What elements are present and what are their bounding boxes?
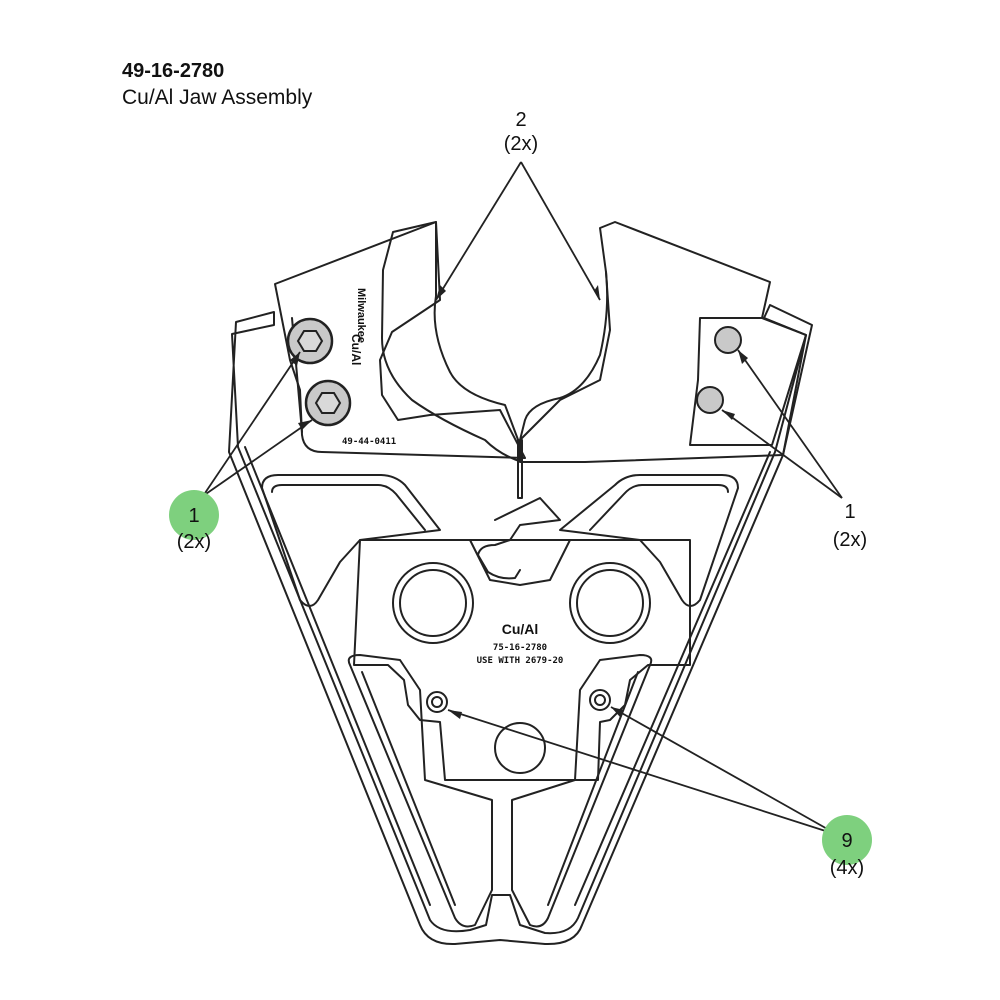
assembly-description: Cu/Al Jaw Assembly: [122, 86, 313, 109]
jaw-brand-logo: Milwaukee: [355, 288, 367, 343]
callout-9-highlight: [822, 815, 872, 865]
die-block: [353, 539, 691, 781]
die-hole-right-inner: [576, 569, 644, 637]
die-usage-note: USE WITH 2679-20: [477, 656, 564, 666]
cutout-upper-left-inner: [271, 484, 426, 531]
arrowhead: [436, 285, 446, 300]
pin-left-outer: [426, 691, 448, 713]
arrowhead: [290, 352, 300, 366]
leader-2-left: [435, 161, 522, 301]
arrowhead: [298, 420, 312, 430]
leader-9-left: [447, 709, 839, 836]
callout-1-left-qty: (2x): [177, 531, 211, 553]
left-crimp-die: [381, 221, 523, 463]
cutout-lower-left: [347, 654, 493, 928]
arrowhead: [594, 285, 600, 300]
right-bolt-plate: [689, 317, 807, 446]
pin-right-inner: [594, 694, 606, 706]
frame-outer: [228, 304, 813, 946]
arrowhead: [611, 707, 624, 717]
frame-inner-left: [244, 446, 431, 906]
callout-1-left-highlight: [169, 490, 219, 540]
center-spine: [517, 439, 523, 499]
callout-1-right-number: 1: [844, 501, 855, 523]
frame-inner-right: [574, 451, 771, 906]
callout-9-number: 9: [841, 830, 852, 852]
die-hole-left-outer: [392, 562, 474, 644]
part-number: 49-16-2780: [122, 60, 225, 82]
cutout-upper-right-inner: [589, 484, 729, 531]
pin-left-inner: [431, 696, 443, 708]
arrowhead: [738, 350, 748, 364]
leader-1-right-bottom: [721, 409, 843, 499]
right-bolt-bottom: [696, 386, 724, 414]
pin-right-outer: [589, 689, 611, 711]
die-part-number: 75-16-2780: [493, 643, 547, 653]
die-hole-right-outer: [569, 562, 651, 644]
arrowhead: [448, 710, 462, 719]
cutout-lower-left-inner: [361, 671, 456, 906]
right-jaw-plate: [519, 221, 807, 463]
die-block-top-notch: [469, 539, 571, 586]
leader-1-left-top: [202, 351, 301, 497]
jaw-material-label: Cu/Al: [349, 334, 363, 365]
leader-1-left-bottom: [202, 419, 313, 497]
callout-9-qty: (4x): [830, 857, 864, 879]
leader-9-right: [610, 706, 839, 836]
leader-2-right: [520, 161, 601, 301]
cutout-upper-left: [261, 474, 441, 607]
left-bolt-bottom: [304, 379, 352, 427]
callout-1-left-number: 1: [188, 505, 199, 527]
leader-1-right-top: [737, 349, 843, 499]
callout-2-number: 2: [515, 109, 526, 131]
callout-2-qty: (2x): [504, 133, 538, 155]
center-blade: [477, 497, 561, 580]
jaw-part-number: 49-44-0411: [342, 437, 396, 447]
left-jaw-plate: [274, 221, 526, 459]
die-hole-left-inner: [399, 569, 467, 637]
die-hole-bottom: [494, 722, 546, 774]
cutout-lower-right: [511, 654, 653, 928]
right-crimp-die: [519, 271, 609, 441]
right-bolt-top: [714, 326, 742, 354]
arrowhead: [722, 410, 735, 420]
callout-1-right-qty: (2x): [833, 529, 867, 551]
die-material-label: Cu/Al: [502, 621, 539, 637]
